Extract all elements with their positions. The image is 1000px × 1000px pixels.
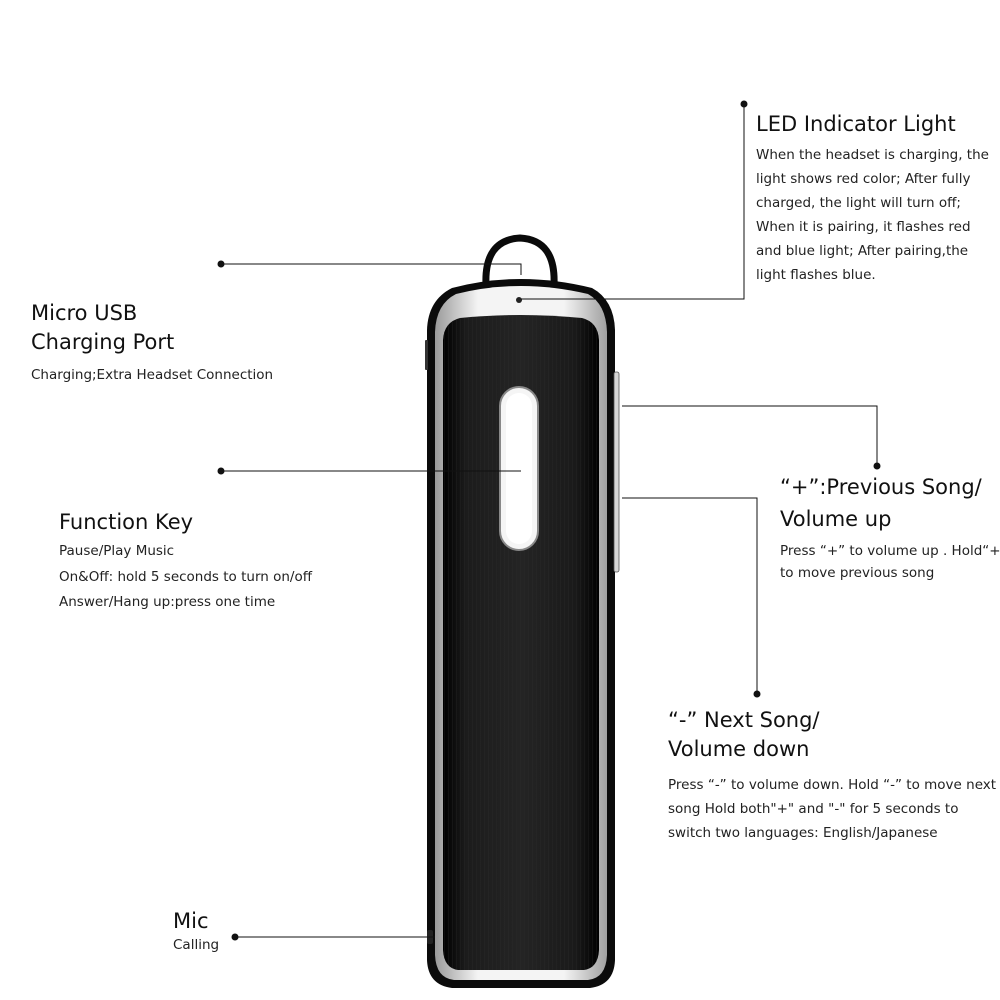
- leader-dot-plus: [873, 462, 881, 470]
- leader-dot-led: [740, 100, 748, 108]
- leader-dots: [217, 100, 881, 941]
- led-desc-line: light flashes blue.: [756, 267, 876, 283]
- minus-title-line: “-” Next Song/: [668, 708, 820, 732]
- plus-title-line: “+”:Previous Song/: [780, 475, 982, 499]
- callout-plus: “+”:Previous Song/ Volume up Press “+” t…: [780, 471, 1000, 584]
- volume-button-strip: [613, 371, 620, 573]
- mic-desc-line: Calling: [173, 937, 220, 953]
- usb-desc-line: Charging;Extra Headset Connection: [31, 367, 274, 383]
- function-desc-line: On&Off: hold 5 seconds to turn on/off: [59, 568, 313, 585]
- plus-desc-line: Press “+” to volume up . Hold“+”: [780, 543, 1000, 559]
- leader-lines: [221, 104, 878, 938]
- mic-title-line: Mic: [173, 909, 209, 933]
- plus-title-line: Volume up: [780, 507, 892, 531]
- leader-dot-minus: [753, 690, 761, 698]
- leader-line-plus: [622, 405, 878, 466]
- minus-desc-line: Press “-” to volume down. Hold “-” to mo…: [668, 777, 997, 793]
- callout-led: LED Indicator Light When the headset is …: [756, 110, 989, 287]
- led-desc: When the headset is charging, the light …: [756, 143, 989, 287]
- callout-usb: Micro USB Charging Port Charging;Extra H…: [31, 299, 273, 387]
- leader-dot-mic: [231, 933, 239, 941]
- led-desc-line: light shows red color; After fully: [756, 171, 971, 187]
- function-desc-line: Pause/Play Music: [59, 543, 175, 559]
- usb-desc: Charging;Extra Headset Connection: [31, 363, 273, 387]
- usb-title-line: Micro USB: [31, 301, 138, 325]
- callout-minus: “-” Next Song/ Volume down Press “-” to …: [668, 706, 996, 845]
- mic-desc: Calling: [173, 935, 219, 955]
- plus-desc-line: to move previous song: [780, 565, 935, 581]
- minus-desc-line: switch two languages: English/Japanese: [668, 825, 938, 841]
- minus-title-line: Volume down: [668, 737, 810, 761]
- plus-desc: Press “+” to volume up . Hold“+” to move…: [780, 540, 1000, 584]
- leader-dot-function: [217, 467, 225, 475]
- minus-desc-line: song Hold both"+" and "-" for 5 seconds …: [668, 801, 959, 817]
- leader-line-minus: [622, 497, 758, 694]
- led-desc-line: and blue light; After pairing,the: [756, 243, 969, 259]
- callout-mic: Mic Calling: [173, 907, 219, 955]
- minus-desc: Press “-” to volume down. Hold “-” to mo…: [668, 773, 996, 845]
- function-desc-line: Answer/Hang up:press one time: [59, 594, 276, 610]
- led-desc-line: When it is pairing, it flashes red: [756, 219, 971, 235]
- leader-dot-usb: [217, 260, 225, 268]
- usb-title: Micro USB Charging Port: [31, 299, 273, 357]
- led-desc-line: When the headset is charging, the: [756, 147, 989, 163]
- usb-title-line: Charging Port: [31, 330, 175, 354]
- callout-function: Function Key Pause/Play Music On&Off: ho…: [59, 508, 312, 616]
- mic-title: Mic: [173, 907, 219, 935]
- function-desc: Pause/Play Music On&Off: hold 5 seconds …: [59, 539, 312, 616]
- led-title: LED Indicator Light: [756, 112, 956, 136]
- function-title: Function Key: [59, 508, 312, 537]
- ear-hook: [482, 234, 558, 289]
- leader-line-usb: [221, 263, 522, 275]
- micro-usb-port: [425, 340, 428, 370]
- minus-title: “-” Next Song/ Volume down: [668, 706, 996, 764]
- function-title-line: Function Key: [59, 510, 194, 534]
- led-indicator: [516, 297, 522, 303]
- led-desc-line: charged, the light will turn off;: [756, 195, 961, 211]
- plus-title: “+”:Previous Song/ Volume up: [780, 471, 1000, 535]
- leader-line-led: [521, 104, 745, 300]
